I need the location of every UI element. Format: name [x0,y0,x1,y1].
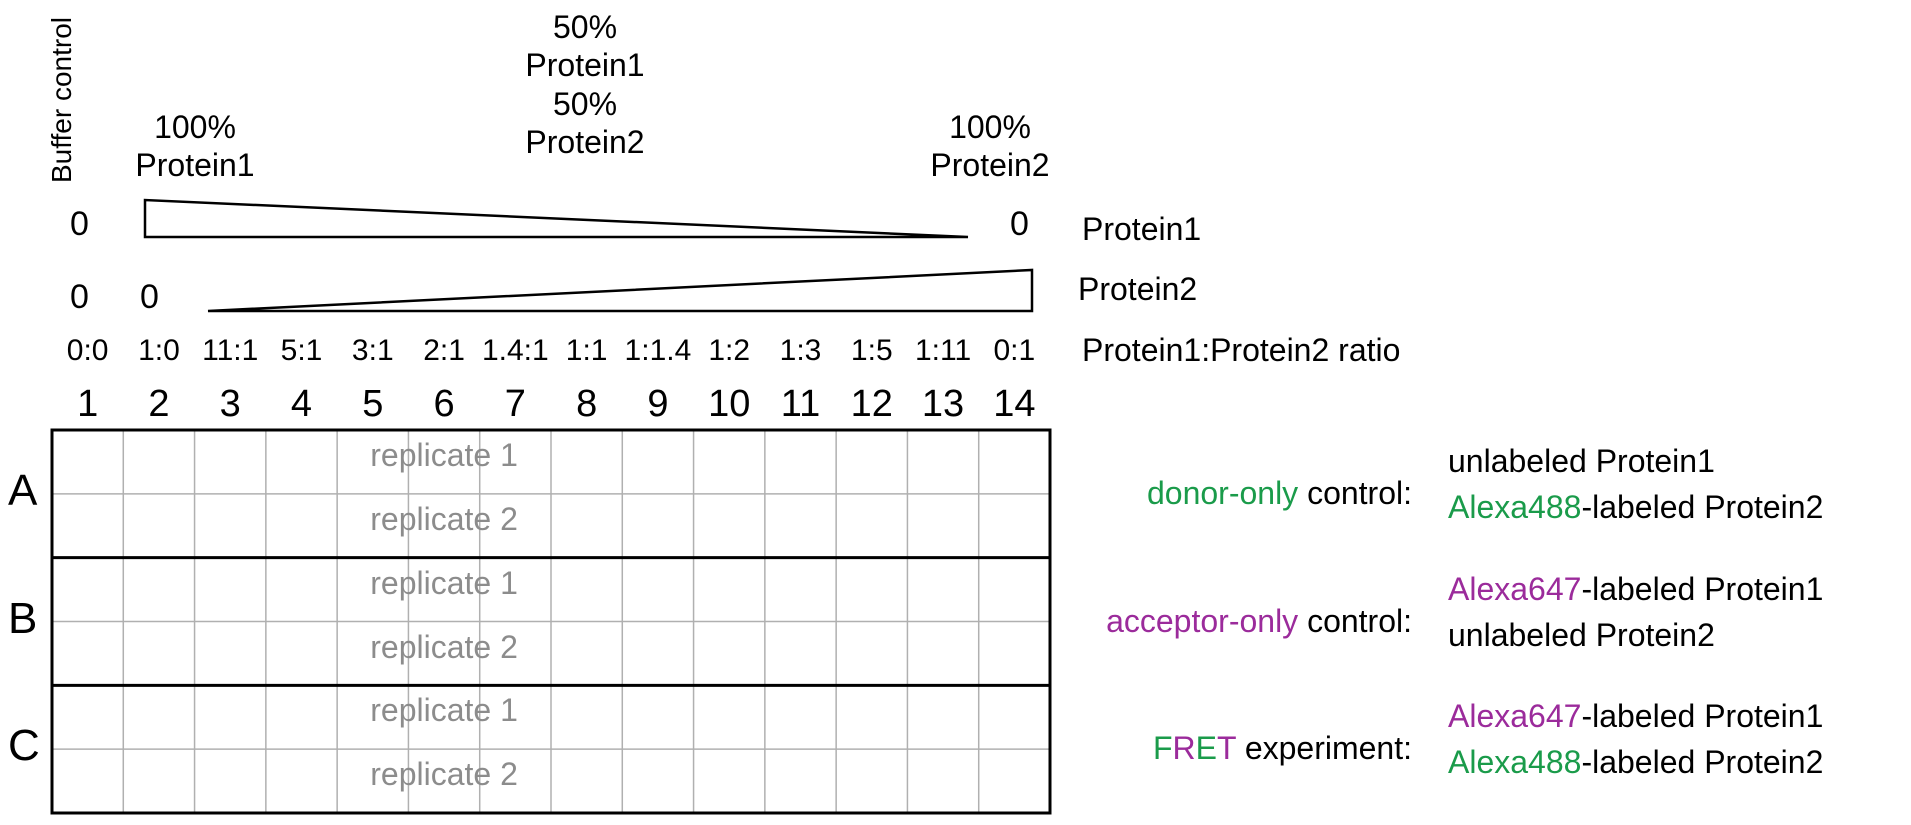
protein-label-text: unlabeled Protein2 [1448,616,1715,653]
row-letter: B [8,593,38,643]
zero-protein2-col1: 0 [70,278,89,316]
column-number: 6 [433,383,455,425]
column-number: 10 [708,383,751,425]
replicate-2-label: replicate 2 [370,756,518,793]
control-type-label: acceptor-only [1106,602,1299,639]
dye-name: Alexa488 [1448,744,1582,781]
dye-name: Alexa647 [1448,570,1582,607]
label-detail-line-1: Alexa647-labeled Protein1 [1448,697,1823,735]
column-number: 8 [576,383,598,425]
ratio-label: 1:1 [565,334,608,367]
label-detail-line-1: Alexa647-labeled Protein1 [1448,570,1823,608]
replicate-2-label: replicate 2 [370,500,518,537]
column-number: 1 [77,383,99,425]
protein-label-text: -labeled Protein1 [1581,698,1824,735]
label-detail-line-2: Alexa488-labeled Protein2 [1448,488,1823,526]
protein2-gradient-wedge [207,268,1034,313]
plate-border [50,428,1052,815]
fret-letter-e: E [1195,730,1217,767]
protein-label-text: unlabeled Protein1 [1448,443,1715,479]
column-number: 7 [504,383,526,425]
mixture-p1-name: Protein1 [525,47,645,84]
protein2-100-name: Protein2 [930,147,1050,184]
column-number: 4 [290,383,313,425]
dye-name: Alexa647 [1448,698,1582,735]
ratio-label: 5:1 [280,334,323,367]
protein-label-text: -labeled Protein2 [1581,744,1824,781]
fret-letter-t: T [1216,730,1236,767]
protein-label-text: -labeled Protein2 [1581,489,1824,525]
ratio-label: 1:0 [138,334,180,367]
control-suffix-label: control: [1298,474,1412,511]
column-number: 12 [850,383,893,425]
protein2-100-pct: 100% [949,109,1031,145]
dye-name: Alexa488 [1448,489,1582,525]
ratio-label: 0:1 [993,334,1036,367]
mixture-p1-pct: 50% [552,9,618,45]
mixture-p2-pct: 50% [552,85,618,122]
fret-letter-r: R [1172,730,1196,767]
protein2-100-label: 100% Protein2 [905,108,1075,185]
label-detail-line-1: unlabeled Protein1 [1448,442,1715,480]
row-description: donor-only control: [1050,474,1412,512]
control-suffix-label: experiment: [1235,730,1412,767]
ratio-label: 1.4:1 [481,334,549,367]
control-type-label: donor-only [1146,474,1299,511]
replicate-1-label: replicate 1 [370,564,518,601]
column-number: 14 [993,383,1036,425]
ratio-label: 11:1 [202,334,259,367]
column-number: 9 [647,383,669,425]
ratio-label: 1:1.4 [624,334,692,367]
ratio-label: 1:11 [914,334,972,367]
control-suffix-label: control: [1298,602,1412,639]
ratio-label: 1:5 [850,334,893,367]
protein1-100-label: 100% Protein1 [110,108,280,185]
row-letter: A [8,465,38,515]
ratio-label: 1:2 [708,334,751,367]
label-detail-line-2: Alexa488-labeled Protein2 [1448,743,1823,781]
mixture-p2-name: Protein2 [525,124,645,161]
ratio-label: 2:1 [423,334,465,367]
protein1-gradient-wedge [143,198,969,239]
zero-protein1-col14: 0 [1010,205,1029,243]
protein1-100-pct: 100% [154,109,236,145]
protein2-gradient-label: Protein2 [1078,271,1198,307]
ratio-label: 0:0 [66,334,109,367]
column-number: 2 [148,383,170,425]
replicate-1-label: replicate 1 [370,692,518,729]
ratio-label: 3:1 [351,334,394,367]
row-description: FRET experiment: [1050,729,1412,767]
column-number: 11 [780,383,821,425]
column-number: 13 [921,383,965,425]
row-letter: C [8,721,40,771]
mixture-50-label: 50% Protein1 50% Protein2 [500,8,670,162]
label-detail-line-2: unlabeled Protein2 [1448,616,1715,654]
protein1-100-name: Protein1 [135,147,255,184]
zero-protein2-col2: 0 [140,278,159,316]
plate-grid [50,428,1052,815]
row-description: acceptor-only control: [1050,602,1412,640]
column-number: 5 [362,383,384,425]
replicate-1-label: replicate 1 [370,437,518,473]
protein1-gradient-label: Protein1 [1082,211,1202,247]
ratio-label: 1:3 [779,334,822,367]
replicate-2-label: replicate 2 [370,628,518,665]
ratio-row-label: Protein1:Protein2 ratio [1082,332,1401,368]
protein-label-text: -labeled Protein1 [1581,570,1824,607]
fret-letter-f: F [1152,730,1173,767]
column-number: 3 [219,383,241,425]
zero-protein1-col1: 0 [70,205,89,243]
